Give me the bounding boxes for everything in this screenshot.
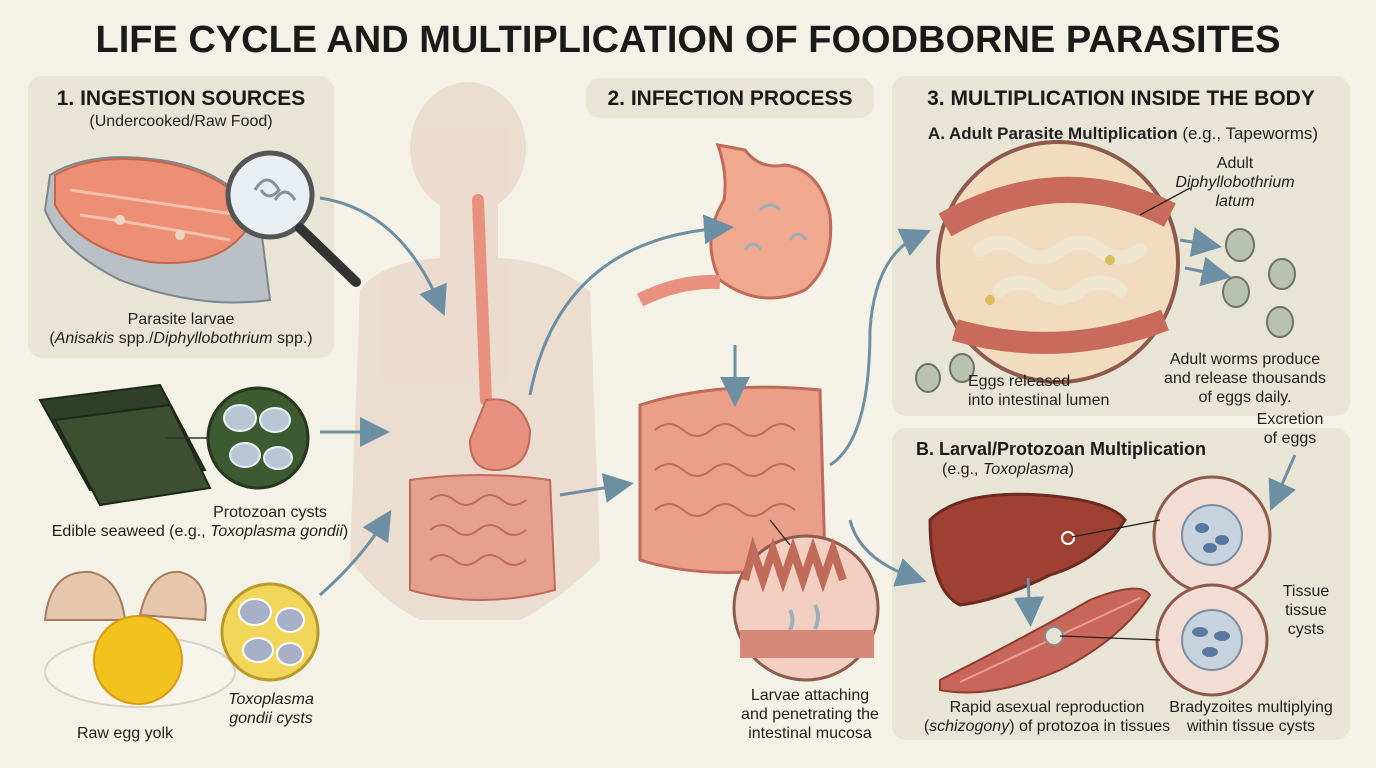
infection-intestines <box>638 385 827 574</box>
ingestion-subheading: (Undercooked/Raw Food) <box>89 113 273 130</box>
seaweed <box>38 383 212 507</box>
adult-diphyllobothrium-label: Adult Diphyllobothrium latum <box>1175 155 1295 210</box>
larval-multiplication-sub: (e.g., Toxoplasma) <box>942 461 1074 478</box>
arrow-intestines-to-adult <box>829 228 931 467</box>
raw-egg-yolk-label: Raw egg yolk <box>76 725 174 742</box>
larvae-attaching-label: Larvae attaching and penetrating the int… <box>741 687 879 742</box>
arrow-fish-to-body <box>319 196 447 317</box>
fish-steak <box>43 156 272 304</box>
bradyzoites-label: Bradyzoites multiplying within tissue cy… <box>1169 699 1333 735</box>
fish-larvae-label: Parasite larvae (Anisakis spp./Diphyllob… <box>49 311 313 347</box>
ingestion-heading: 1. INGESTION SOURCES <box>56 87 306 110</box>
liver <box>928 492 1127 607</box>
tissue-cysts-label: Tissue tissue cysts <box>1282 583 1330 638</box>
larval-multiplication-title: B. Larval/Protozoan Multiplication <box>916 439 1207 459</box>
tapeworm-intestine-magnified <box>936 140 1180 384</box>
flow-arrows <box>319 196 1297 627</box>
infection-heading: 2. INFECTION PROCESS <box>607 87 853 110</box>
tissue-cyst-upper <box>1152 475 1272 595</box>
adult-worms-produce-label: Adult worms produce and release thousand… <box>1164 351 1326 406</box>
excretion-of-eggs-label: Excretion of eggs <box>1256 411 1324 447</box>
rapid-asexual-label: Rapid asexual reproduction (schizogony) … <box>923 699 1171 735</box>
arrow-egg-excretion <box>1268 454 1297 511</box>
seaweed-caption: Edible seaweed (e.g., Toxoplasma gondii) <box>51 523 349 540</box>
egg-cyst-magnified <box>220 582 320 682</box>
mucosa-magnified <box>732 534 880 682</box>
arrow-intestines-to-larval <box>848 519 927 587</box>
toxoplasma-cysts-label: Toxoplasma gondii cysts <box>228 691 314 727</box>
arrow-body-to-stomach <box>528 214 734 396</box>
magnifier-icon <box>225 150 361 287</box>
arrow-body-to-intestines <box>559 473 634 503</box>
body-digestive-tract <box>409 194 557 601</box>
eggs-released-label: Eggs released into intestinal lumen <box>968 373 1110 409</box>
infection-heading-panel <box>586 78 874 118</box>
arrow-eggs-out-2 <box>1184 256 1232 287</box>
adult-multiplication-title: A. Adult Parasite Multiplication (e.g., … <box>927 124 1319 143</box>
arrow-eggs-out-1 <box>1179 227 1222 257</box>
tissue-cyst-lower <box>1155 583 1269 697</box>
infection-stomach <box>636 143 833 307</box>
arrow-egg-to-body <box>319 509 392 597</box>
arrow-liver-to-muscle <box>1014 577 1045 627</box>
multiplication-heading: 3. MULTIPLICATION INSIDE THE BODY <box>927 87 1315 110</box>
raw-egg <box>43 570 236 708</box>
tapeworm-eggs <box>915 228 1296 393</box>
protozoan-cysts-label: Protozoan cysts <box>213 504 327 521</box>
page-title: LIFE CYCLE AND MULTIPLICATION OF FOODBOR… <box>95 19 1281 61</box>
seaweed-cyst-magnified <box>165 386 310 490</box>
muscle-tissue <box>939 587 1152 694</box>
pointer-lines <box>769 187 1191 641</box>
